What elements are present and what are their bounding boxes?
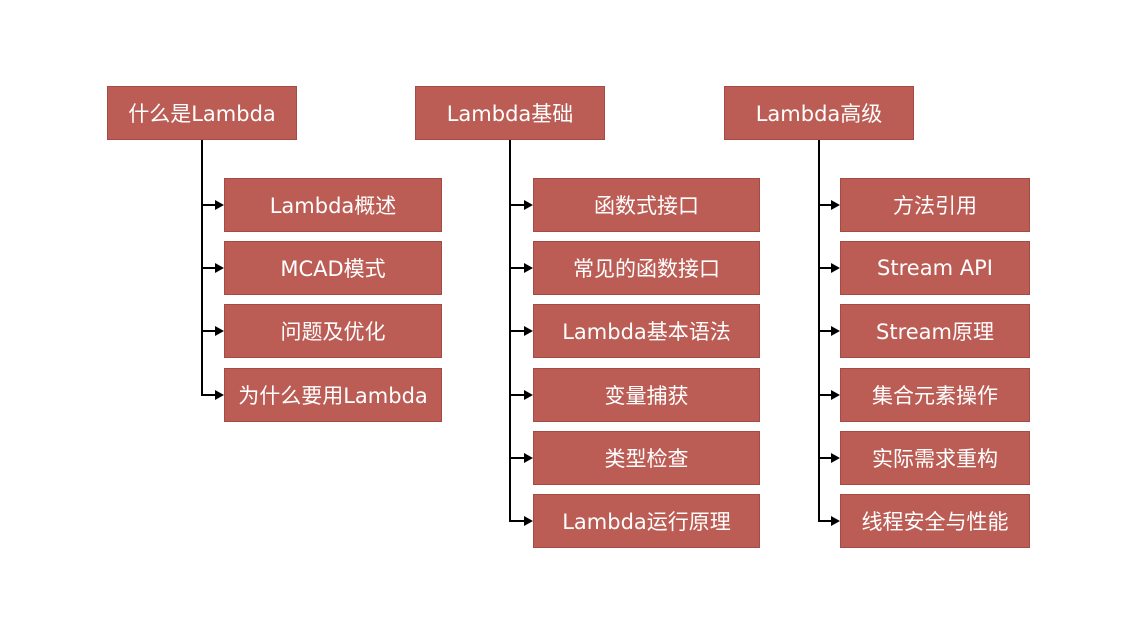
- topic-box: 实际需求重构: [840, 430, 1030, 485]
- arrow-head-icon: [831, 200, 840, 210]
- arrow-head-icon: [215, 263, 224, 274]
- topic-box: 集合元素操作: [840, 367, 1030, 422]
- topic-box: Stream原理: [840, 304, 1030, 359]
- topic-box: Lambda基本语法: [533, 304, 760, 359]
- connector-branch: [819, 520, 831, 522]
- arrow-head-icon: [831, 263, 840, 274]
- connector-branch: [819, 330, 831, 333]
- arrow-head-icon: [524, 452, 533, 463]
- topic-box: Stream API: [840, 241, 1030, 296]
- arrow-head-icon: [831, 389, 840, 400]
- topic-box: Lambda运行原理: [533, 494, 760, 548]
- topic-box: 函数式接口: [533, 178, 760, 232]
- topic-box: 常见的函数接口: [533, 241, 760, 296]
- column-header-3: Lambda高级: [724, 86, 914, 140]
- connector-branch: [510, 456, 524, 459]
- connector-branch: [510, 393, 524, 396]
- arrow-head-icon: [524, 200, 533, 210]
- topic-box: 类型检查: [533, 430, 760, 485]
- column-header-2: Lambda基础: [415, 86, 605, 140]
- arrow-head-icon: [524, 389, 533, 400]
- connector-branch: [510, 267, 524, 270]
- arrow-head-icon: [524, 263, 533, 274]
- arrow-head-icon: [215, 326, 224, 337]
- connector-branch: [819, 393, 831, 396]
- arrow-head-icon: [831, 516, 840, 526]
- topic-box: 为什么要用Lambda: [224, 367, 442, 422]
- column-header-1: 什么是Lambda: [107, 86, 297, 140]
- connector-branch: [202, 393, 215, 396]
- topic-box: 线程安全与性能: [840, 494, 1030, 548]
- arrow-head-icon: [831, 326, 840, 337]
- arrow-head-icon: [215, 200, 224, 210]
- arrow-head-icon: [215, 389, 224, 400]
- connector-branch: [510, 520, 524, 522]
- arrow-head-icon: [524, 516, 533, 526]
- connector-branch: [510, 330, 524, 333]
- arrow-head-icon: [524, 326, 533, 337]
- topic-box: MCAD模式: [224, 241, 442, 296]
- connector-branch: [819, 267, 831, 270]
- topic-box: 问题及优化: [224, 304, 442, 359]
- arrow-head-icon: [831, 452, 840, 463]
- connector-branch: [202, 204, 215, 206]
- connector-branch: [819, 204, 831, 206]
- topic-box: 方法引用: [840, 178, 1030, 232]
- connector-branch: [202, 267, 215, 270]
- topic-box: 变量捕获: [533, 367, 760, 422]
- connector-branch: [510, 204, 524, 206]
- connector-branch: [202, 330, 215, 333]
- connector-branch: [819, 456, 831, 459]
- topic-box: Lambda概述: [224, 178, 442, 232]
